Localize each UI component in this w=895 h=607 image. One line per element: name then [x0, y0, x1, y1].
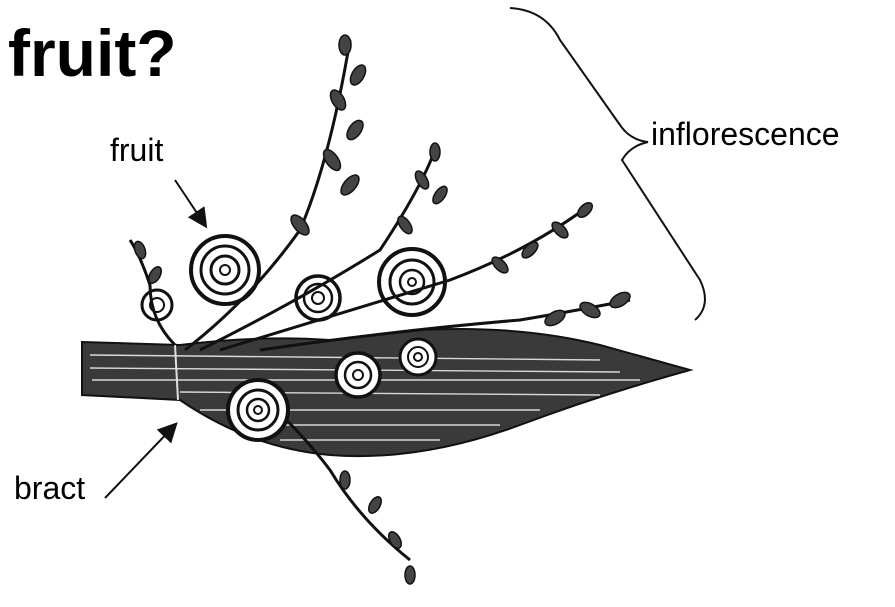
bract-arrow [105, 425, 175, 498]
branch-leaflets [132, 35, 632, 584]
bract-shape [82, 329, 690, 456]
fruit-arrow [175, 180, 205, 225]
inflorescence-brace [510, 8, 705, 320]
inflorescence-branches [130, 40, 630, 560]
